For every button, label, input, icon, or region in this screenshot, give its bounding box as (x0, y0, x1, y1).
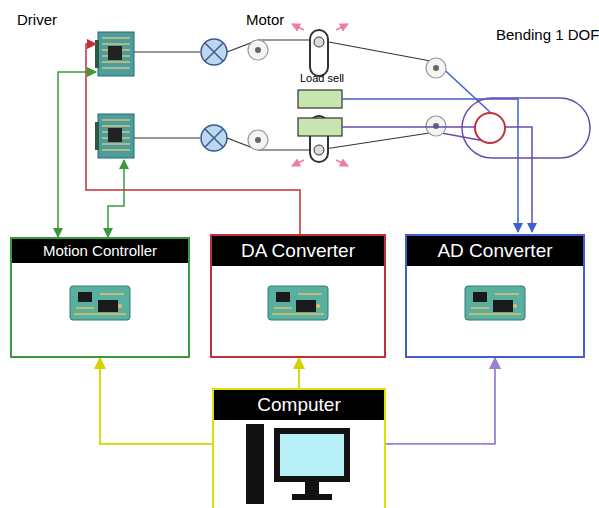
data-link (298, 358, 300, 388)
circuit-board (465, 286, 525, 320)
circuit-board (268, 286, 328, 320)
part-label-small: Load sell (300, 72, 344, 84)
converter-box: DA Converter (210, 234, 386, 358)
motor-symbol (201, 125, 227, 151)
command-wire (86, 44, 300, 234)
box-heading: Motion Controller (12, 239, 188, 263)
driver-board (95, 32, 134, 76)
control-wire (108, 160, 124, 237)
controller-box: Motion Controller (10, 237, 190, 358)
motor-symbol (201, 39, 227, 65)
circuit-board (70, 286, 130, 320)
control-wire (58, 72, 96, 237)
signal-wire (342, 127, 532, 232)
box-heading: Computer (214, 390, 384, 420)
computer-box: Computer (212, 388, 386, 508)
converter-box: AD Converter (405, 234, 585, 358)
computer-icon (246, 424, 350, 504)
load-cell (298, 90, 342, 136)
wire (134, 137, 200, 138)
data-link (100, 358, 212, 444)
part-label: Motor (246, 12, 284, 29)
part-label: Driver (17, 12, 57, 29)
driver-board (95, 114, 134, 158)
part-label: Bending 1 DOF (496, 27, 599, 44)
box-heading: AD Converter (407, 236, 583, 266)
signal-wire (342, 99, 518, 232)
tension-arrow (292, 24, 348, 166)
wire (134, 51, 200, 52)
box-heading: DA Converter (212, 236, 384, 266)
bending-joint (462, 98, 590, 158)
tendon (227, 40, 436, 150)
data-link (386, 358, 495, 444)
pulley (248, 40, 446, 150)
